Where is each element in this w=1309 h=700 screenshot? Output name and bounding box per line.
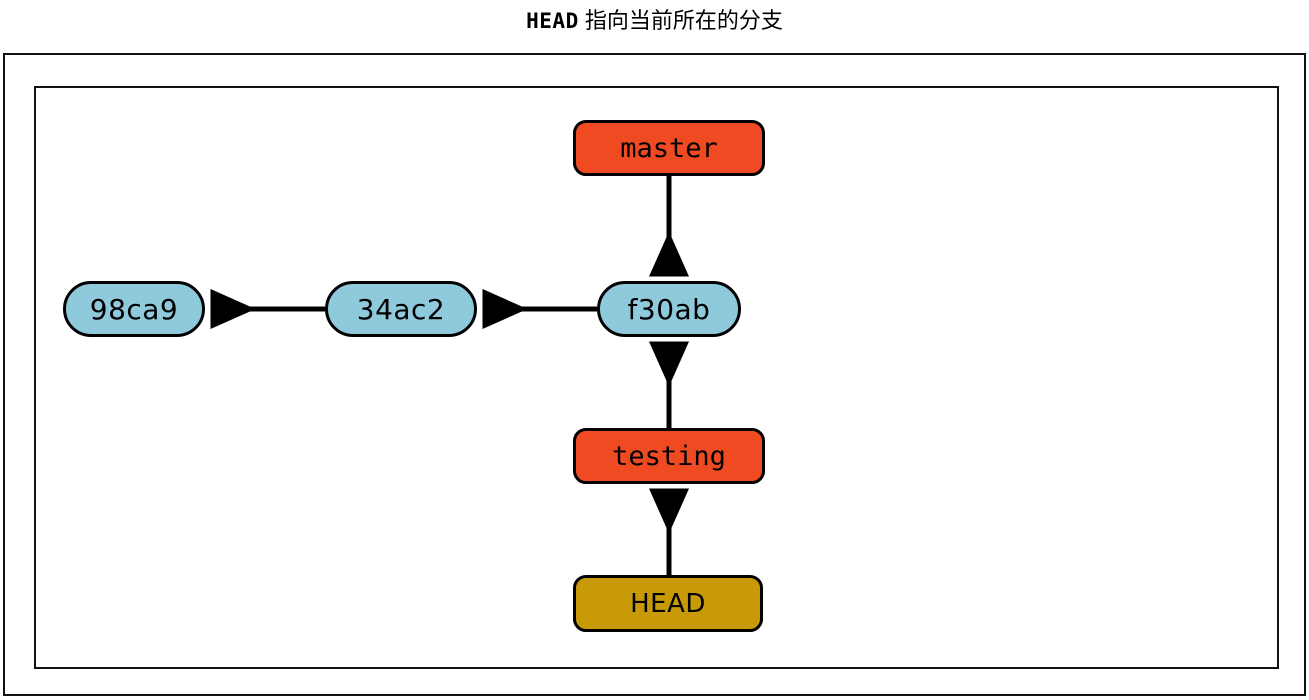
branch-node-testing[interactable]: testing [573,428,765,484]
page-title-cjk-text: 指向当前所在的分支 [584,9,783,34]
commit-node-34ac2[interactable]: 34ac2 [325,281,477,337]
branch-node-testing-label: testing [612,440,726,472]
commit-node-f30ab[interactable]: f30ab [597,281,741,337]
head-pointer-node-label: HEAD [630,588,706,619]
outer-border-frame [3,53,1306,696]
branch-node-master-label: master [620,132,718,164]
head-pointer-node[interactable]: HEAD [573,575,763,632]
commit-node-34ac2-label: 34ac2 [356,292,446,326]
commit-node-98ca9-label: 98ca9 [89,292,179,326]
inner-border-frame [34,86,1279,669]
page-title: HEAD 指向当前所在的分支 [0,6,1309,37]
commit-node-f30ab-label: f30ab [627,292,711,326]
branch-node-master[interactable]: master [573,120,765,176]
commit-node-98ca9[interactable]: 98ca9 [63,281,205,337]
page-title-head-token: HEAD [526,9,579,33]
